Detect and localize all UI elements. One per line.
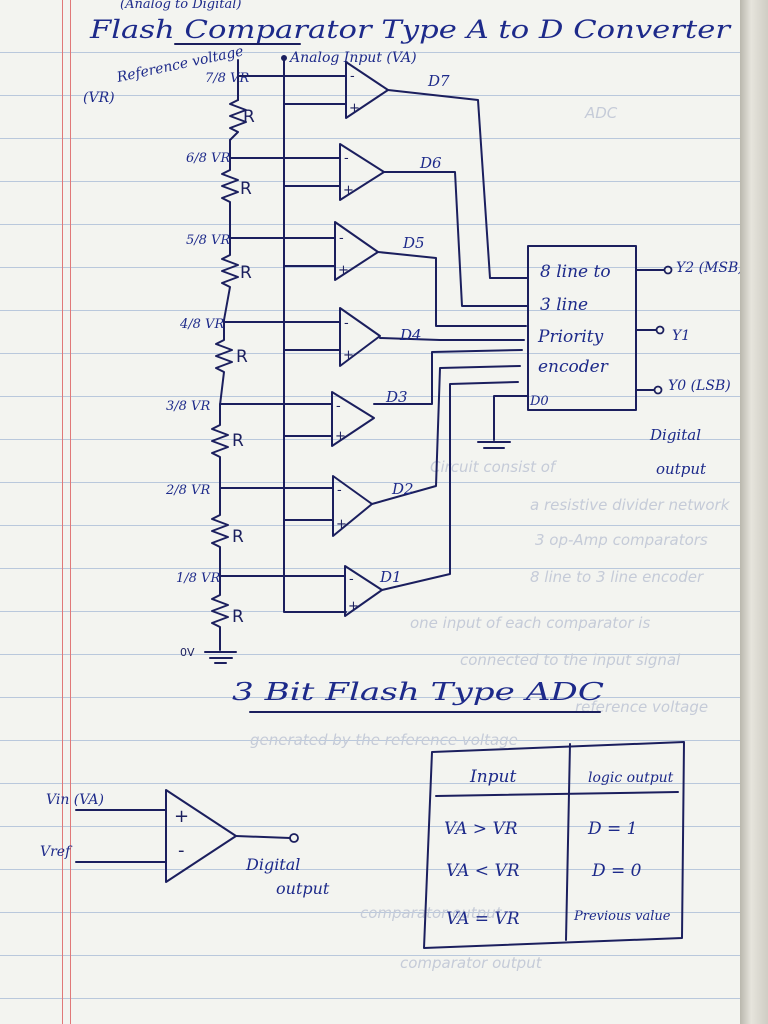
svg-text:-: - xyxy=(349,572,354,587)
svg-text:D0: D0 xyxy=(529,394,549,409)
comparator-plus: + xyxy=(174,806,189,827)
svg-text:D1: D1 xyxy=(379,568,402,586)
encoder-outputs xyxy=(635,265,673,395)
svg-text:R: R xyxy=(232,527,244,547)
svg-text:3 line: 3 line xyxy=(540,295,588,315)
svg-text:D4: D4 xyxy=(399,326,422,344)
svg-text:logic output: logic output xyxy=(588,770,674,786)
svg-text:Circuit consist of: Circuit consist of xyxy=(430,458,558,476)
svg-text:D3: D3 xyxy=(385,388,408,406)
svg-text:R: R xyxy=(240,263,252,283)
svg-text:Priority: Priority xyxy=(537,327,604,347)
svg-text:+: + xyxy=(343,183,354,198)
svg-text:D2: D2 xyxy=(391,480,414,498)
top-fragment: (Analog to Digital) xyxy=(120,0,241,12)
show-through-text: ADC Circuit consist of a resistive divid… xyxy=(250,104,731,972)
svg-text:-: - xyxy=(336,399,341,414)
svg-text:reference voltage: reference voltage xyxy=(575,698,708,716)
truth-table xyxy=(423,741,685,949)
truth-table-text: Input logic output VA > VR D = 1 VA < VR… xyxy=(444,767,674,929)
svg-text:1/8 VR: 1/8 VR xyxy=(176,571,220,586)
output-labels: D7 D6 D5 D4 D3 D2 D1 xyxy=(379,72,450,586)
zero-volt-label: 0V xyxy=(180,646,195,659)
svg-text:VA > VR: VA > VR xyxy=(444,819,518,839)
svg-text:-: - xyxy=(344,316,349,331)
digital-output-label: Digital output xyxy=(649,426,707,478)
svg-text:D = 1: D = 1 xyxy=(587,819,638,839)
resistor-ladder xyxy=(204,59,247,664)
fraction-labels: 7/8 VR 6/8 VR 5/8 VR 4/8 VR 3/8 VR 2/8 V… xyxy=(165,71,249,586)
svg-text:+: + xyxy=(335,429,346,444)
page-title: Flash Comparator Type A to D Converter xyxy=(89,15,733,44)
vin-label: Vin (VA) xyxy=(46,792,104,808)
notebook-binding xyxy=(740,0,768,1024)
svg-text:VA < VR: VA < VR xyxy=(446,861,520,881)
svg-text:7/8 VR: 7/8 VR xyxy=(205,71,249,86)
svg-text:-: - xyxy=(339,231,344,246)
svg-text:+: + xyxy=(348,599,359,614)
priority-encoder: 8 line to 3 line Priority encoder D0 xyxy=(477,245,637,449)
svg-text:encoder: encoder xyxy=(538,357,609,377)
single-comparator xyxy=(75,789,299,883)
comparator-output-label: Digital output xyxy=(245,855,330,898)
y2-msb-label: Y2 (MSB) xyxy=(676,260,740,276)
svg-text:+: + xyxy=(336,517,347,532)
svg-text:4/8 VR: 4/8 VR xyxy=(179,317,224,332)
svg-text:comparator output: comparator output xyxy=(400,954,543,972)
svg-text:D = 0: D = 0 xyxy=(591,861,642,881)
svg-text:VA = VR: VA = VR xyxy=(446,909,520,929)
svg-text:5/8 VR: 5/8 VR xyxy=(186,233,230,248)
analog-input-bus xyxy=(281,55,347,613)
svg-text:comparator output: comparator output xyxy=(360,904,503,922)
svg-text:-: - xyxy=(344,151,349,166)
notebook-page xyxy=(0,0,740,1024)
svg-text:Previous value: Previous value xyxy=(573,909,671,924)
svg-text:connected to the input signal: connected to the input signal xyxy=(460,651,681,669)
section-title: 3 Bit Flash Type ADC xyxy=(232,678,604,706)
svg-text:R: R xyxy=(243,107,255,127)
diagram-canvas: ADC Circuit consist of a resistive divid… xyxy=(40,0,740,972)
svg-text:a resistive divider network: a resistive divider network xyxy=(530,496,731,514)
svg-text:2/8 VR: 2/8 VR xyxy=(165,483,210,498)
svg-text:8 line to: 8 line to xyxy=(540,262,611,282)
svg-text:-: - xyxy=(350,69,355,84)
vr-label: (VR) xyxy=(83,90,115,106)
svg-text:-: - xyxy=(337,483,342,498)
comparator-array: - + - + - + - + - + - + - + xyxy=(331,61,389,617)
svg-text:ADC: ADC xyxy=(584,104,618,122)
analog-input-label: Analog Input (VA) xyxy=(288,50,417,66)
svg-text:R: R xyxy=(232,607,244,627)
svg-text:D6: D6 xyxy=(419,154,442,172)
reference-taps xyxy=(219,75,347,577)
svg-text:6/8 VR: 6/8 VR xyxy=(186,151,230,166)
svg-text:D7: D7 xyxy=(427,72,450,90)
y0-lsb-label: Y0 (LSB) xyxy=(668,378,731,394)
comparator-minus: - xyxy=(178,840,185,861)
svg-text:+: + xyxy=(343,348,354,363)
y1-label: Y1 xyxy=(672,328,690,344)
svg-text:generated by the reference vol: generated by the reference voltage xyxy=(250,731,518,749)
svg-text:R: R xyxy=(240,179,252,199)
svg-text:Input: Input xyxy=(469,767,516,787)
svg-text:R: R xyxy=(236,347,248,367)
svg-text:R: R xyxy=(232,431,244,451)
svg-text:8 line to 3 line encoder: 8 line to 3 line encoder xyxy=(530,568,704,586)
svg-text:3/8 VR: 3/8 VR xyxy=(166,399,210,414)
vref-label: Vref xyxy=(40,844,73,860)
svg-text:+: + xyxy=(338,263,349,278)
svg-text:one input of each comparator i: one input of each comparator is xyxy=(410,614,650,632)
comparator-output-wires xyxy=(371,89,529,591)
svg-text:3 op-Amp comparators: 3 op-Amp comparators xyxy=(535,531,708,549)
svg-text:+: + xyxy=(349,101,360,116)
svg-text:D5: D5 xyxy=(402,234,425,252)
resistor-labels: R R R R R R R xyxy=(232,107,255,627)
